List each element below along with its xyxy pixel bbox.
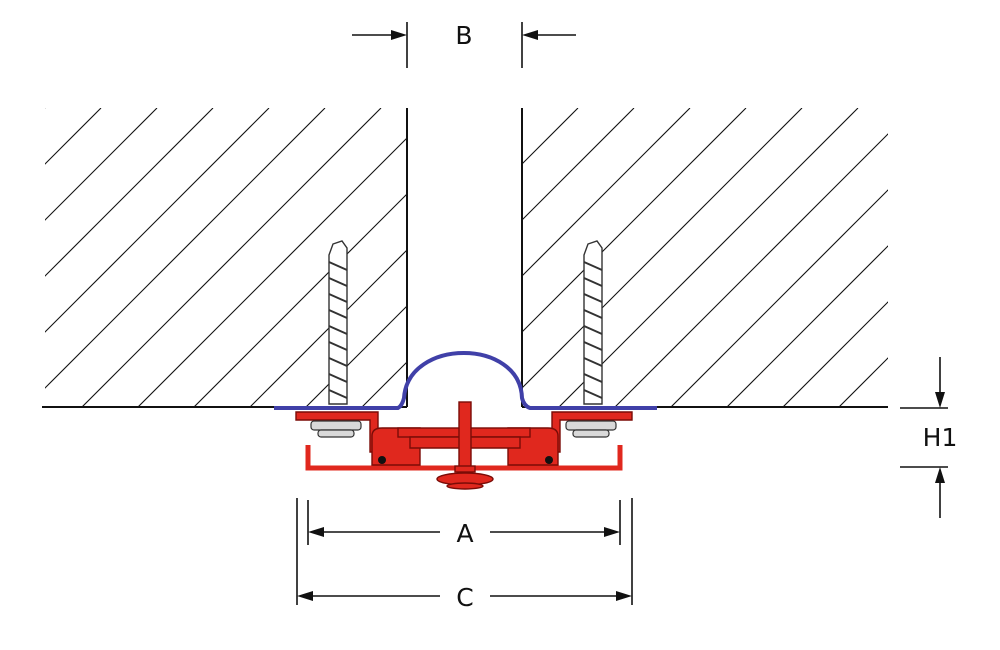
hatch-line — [136, 137, 407, 408]
dimension-a: A — [307, 500, 621, 548]
hatch-line — [725, 245, 888, 408]
hatch-line — [45, 108, 214, 277]
aluminum-frame — [295, 401, 633, 490]
hatch-line — [522, 108, 523, 109]
dimension-b-label: B — [455, 21, 472, 50]
hatch-line — [417, 108, 717, 408]
hatch-line — [522, 108, 635, 221]
left-anchor-bolt — [328, 240, 348, 405]
hatch-line — [473, 108, 773, 408]
dimension-a-label: A — [456, 519, 473, 548]
hatch-line — [585, 108, 885, 408]
dimension-c: C — [296, 498, 633, 612]
hatch-line — [950, 108, 1000, 408]
hatch-line — [45, 108, 270, 333]
hatch-line — [80, 108, 382, 408]
hatch-line — [304, 305, 407, 408]
hatch-line — [781, 301, 888, 408]
hatch-line — [45, 108, 102, 165]
left-washer — [310, 420, 362, 438]
hatch-line — [522, 108, 691, 277]
hatch-line — [641, 108, 941, 408]
hatch-line — [529, 108, 829, 408]
hatch-line — [697, 108, 997, 408]
hatch-line — [45, 108, 46, 109]
hatch-line — [557, 108, 859, 408]
dimension-b: B — [352, 21, 576, 68]
right-washer — [565, 420, 617, 438]
hatch-line — [45, 108, 326, 389]
dimension-h1: H1 — [900, 357, 957, 518]
hatch-line — [669, 189, 888, 408]
hatch-line — [45, 108, 158, 221]
hatch-line — [522, 108, 579, 165]
hatch-line — [248, 249, 407, 408]
dimension-c-label: C — [456, 583, 473, 612]
hatch-line — [837, 357, 888, 408]
right-anchor-bolt — [583, 240, 603, 405]
hatch-line — [613, 133, 888, 408]
cover-plate — [274, 351, 657, 410]
dimension-h1-label: H1 — [923, 423, 958, 452]
hatch-line — [522, 108, 803, 389]
hatch-line — [894, 108, 1000, 408]
